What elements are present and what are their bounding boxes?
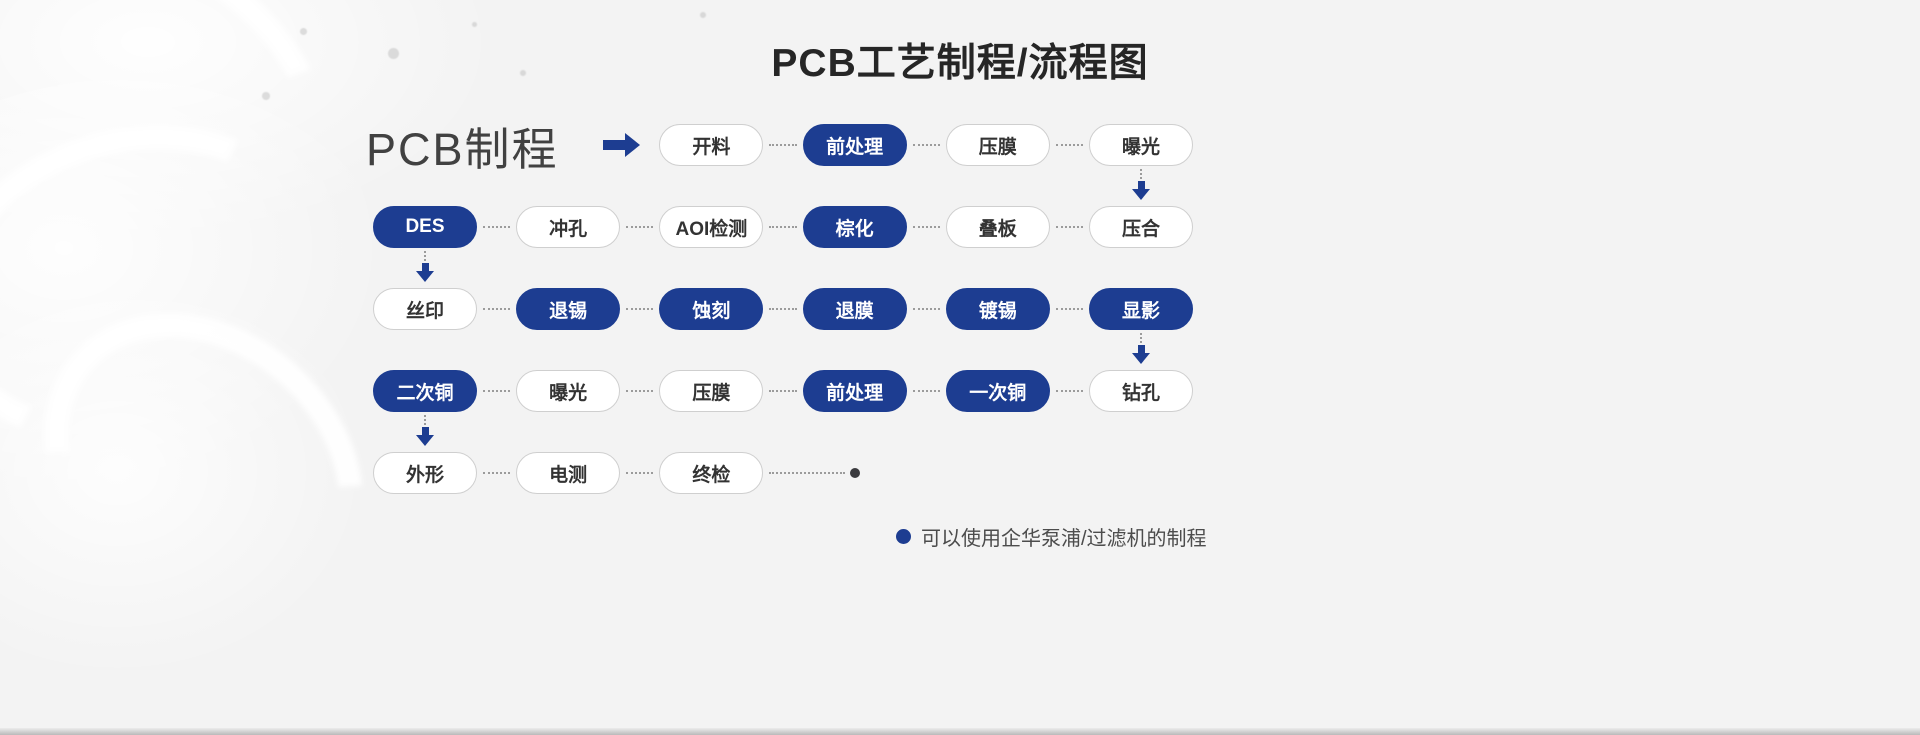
page-title: PCB工艺制程/流程图: [771, 42, 1149, 85]
dotted-connector: [769, 144, 797, 146]
process-node: DES: [373, 206, 477, 248]
dotted-connector: [483, 226, 511, 228]
process-node: 曝光: [1089, 124, 1193, 166]
process-node: 蚀刻: [659, 288, 764, 330]
dotted-connector: [626, 472, 654, 474]
process-node: 开料: [659, 124, 764, 166]
dotted-connector: [483, 472, 511, 474]
dotted-connector: [912, 308, 940, 310]
dotted-connector: [483, 308, 511, 310]
process-node: 压膜: [945, 124, 1050, 166]
dotted-connector: [1055, 308, 1083, 310]
legend-dot-icon: [896, 528, 911, 544]
right-arrow-icon: [602, 133, 640, 157]
process-node: 退锡: [516, 288, 621, 330]
dotted-connector: [1055, 144, 1083, 146]
down-arrow-icon: [1132, 333, 1150, 364]
process-node: 钻孔: [1089, 370, 1193, 412]
dotted-connector: [483, 390, 511, 392]
dotted-connector: [1055, 226, 1083, 228]
process-node: 终检: [659, 452, 764, 494]
background-droplet: [300, 28, 307, 35]
process-node: 曝光: [516, 370, 621, 412]
background-droplet: [262, 92, 270, 100]
background-droplet: [520, 70, 526, 76]
bottom-edge: [0, 728, 1920, 735]
process-node: 镀锡: [945, 288, 1050, 330]
process-node: 电测: [516, 452, 621, 494]
terminal-dot: [849, 468, 860, 478]
down-arrow-icon: [416, 415, 434, 446]
background-droplet: [472, 22, 477, 27]
dotted-connector: [912, 390, 940, 392]
legend: 可以使用企华泵浦/过滤机的制程: [896, 522, 1207, 550]
dotted-connector: [626, 390, 654, 392]
process-node: 前处理: [802, 370, 907, 412]
process-node: 一次铜: [945, 370, 1050, 412]
down-arrow-icon: [416, 251, 434, 282]
legend-text: 可以使用企华泵浦/过滤机的制程: [921, 527, 1207, 550]
down-arrow-icon: [1132, 169, 1150, 200]
background-droplet: [700, 12, 706, 18]
dotted-connector: [769, 308, 797, 310]
terminal-dotted-line: [769, 472, 845, 474]
process-node: 棕化: [802, 206, 907, 248]
dotted-connector: [912, 226, 940, 228]
dotted-connector: [1055, 390, 1083, 392]
process-node: 压合: [1089, 206, 1193, 248]
process-node: 冲孔: [516, 206, 621, 248]
process-node: 退膜: [802, 288, 907, 330]
process-node: 显影: [1089, 288, 1193, 330]
process-node: AOI检测: [659, 206, 764, 248]
dotted-connector: [626, 308, 654, 310]
flow-heading-label: PCB制程: [366, 123, 559, 175]
process-node: 丝印: [373, 288, 477, 330]
process-node: 二次铜: [373, 370, 477, 412]
flow-heading: PCB制程: [366, 116, 640, 175]
dotted-connector: [912, 144, 940, 146]
dotted-connector: [626, 226, 654, 228]
process-node: 压膜: [659, 370, 764, 412]
process-node: 前处理: [802, 124, 907, 166]
process-node: 外形: [373, 452, 477, 494]
dotted-connector: [769, 390, 797, 392]
dotted-connector: [769, 226, 797, 228]
background-droplet: [388, 48, 399, 59]
process-node: 叠板: [945, 206, 1050, 248]
